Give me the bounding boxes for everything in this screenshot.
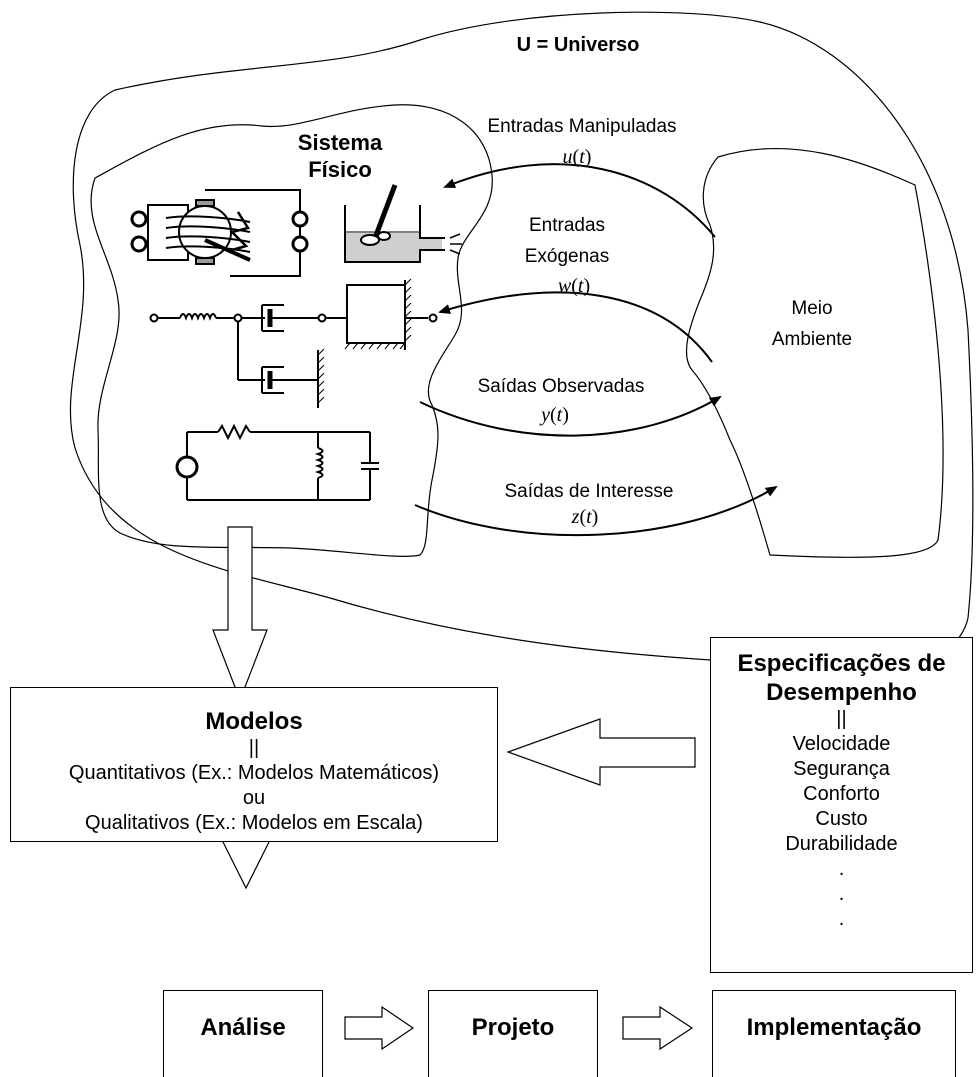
system-title-line2: Físico bbox=[308, 157, 372, 182]
outputs-of-interest-symbol: z(t) bbox=[571, 506, 599, 528]
observed-outputs-symbol: y(t) bbox=[539, 404, 569, 426]
environment-label-line1: Meio bbox=[791, 298, 832, 319]
system-title-line1: Sistema bbox=[298, 130, 383, 155]
spec-item: Segurança bbox=[793, 758, 890, 780]
motor-icon bbox=[130, 189, 309, 277]
environment-boundary bbox=[685, 147, 944, 558]
tank-icon bbox=[344, 184, 462, 263]
analysis-box: Análise bbox=[163, 990, 323, 1077]
manipulated-inputs-label: Entradas Manipuladas bbox=[487, 116, 676, 137]
specs-title-line1: Especificações de bbox=[737, 650, 946, 677]
environment-label-line2: Ambiente bbox=[772, 329, 852, 350]
system-to-models-arrow bbox=[212, 526, 268, 702]
exogenous-inputs-arrow bbox=[438, 291, 713, 363]
specs-to-models-arrow bbox=[506, 718, 696, 786]
spec-item: Durabilidade bbox=[785, 833, 898, 855]
specifications-box: Especificações de Desempenho || Velocida… bbox=[710, 637, 973, 973]
manipulated-inputs-arrow bbox=[443, 163, 716, 238]
models-title: Modelos bbox=[205, 708, 303, 735]
universe-label: U = Universo bbox=[517, 34, 640, 56]
observed-outputs-label: Saídas Observadas bbox=[478, 376, 645, 397]
outputs-of-interest-arrow bbox=[414, 485, 778, 537]
specs-separator: || bbox=[836, 708, 847, 730]
analysis-label: Análise bbox=[200, 1014, 286, 1041]
implementation-box: Implementação bbox=[712, 990, 956, 1077]
spec-item: Custo bbox=[815, 808, 868, 830]
spec-item: Velocidade bbox=[792, 733, 891, 755]
models-quantitative: Quantitativos (Ex.: Modelos Matemáticos) bbox=[68, 762, 440, 784]
models-separator: || bbox=[248, 737, 260, 759]
spec-ellipsis-dot: . bbox=[838, 858, 845, 880]
spec-ellipsis-dot: . bbox=[838, 883, 845, 905]
project-label: Projeto bbox=[471, 1014, 555, 1041]
observed-outputs-arrow bbox=[419, 395, 722, 437]
spec-item: Conforto bbox=[803, 783, 880, 805]
rlc-circuit-icon bbox=[175, 423, 379, 501]
specs-title-line2: Desempenho bbox=[766, 679, 917, 706]
physical-system-boundary bbox=[90, 104, 493, 557]
models-qualitative: Qualitativos (Ex.: Modelos em Escala) bbox=[85, 812, 423, 834]
implementation-label: Implementação bbox=[746, 1014, 922, 1041]
models-or: ou bbox=[242, 787, 266, 809]
exogenous-inputs-label-line2: Exógenas bbox=[525, 246, 610, 267]
exogenous-inputs-symbol: w(t) bbox=[558, 275, 590, 297]
project-box: Projeto bbox=[428, 990, 598, 1077]
outputs-of-interest-label: Saídas de Interesse bbox=[505, 481, 674, 502]
models-box: Modelos || Quantitativos (Ex.: Modelos M… bbox=[10, 687, 498, 842]
manipulated-inputs-symbol: u(t) bbox=[563, 146, 592, 168]
spring-damper-mass-icon bbox=[149, 278, 438, 408]
exogenous-inputs-label-line1: Entradas bbox=[529, 215, 605, 236]
project-to-implementation-arrow bbox=[622, 1005, 694, 1051]
spec-ellipsis-dot: . bbox=[838, 908, 845, 930]
analysis-to-project-arrow bbox=[344, 1005, 415, 1051]
